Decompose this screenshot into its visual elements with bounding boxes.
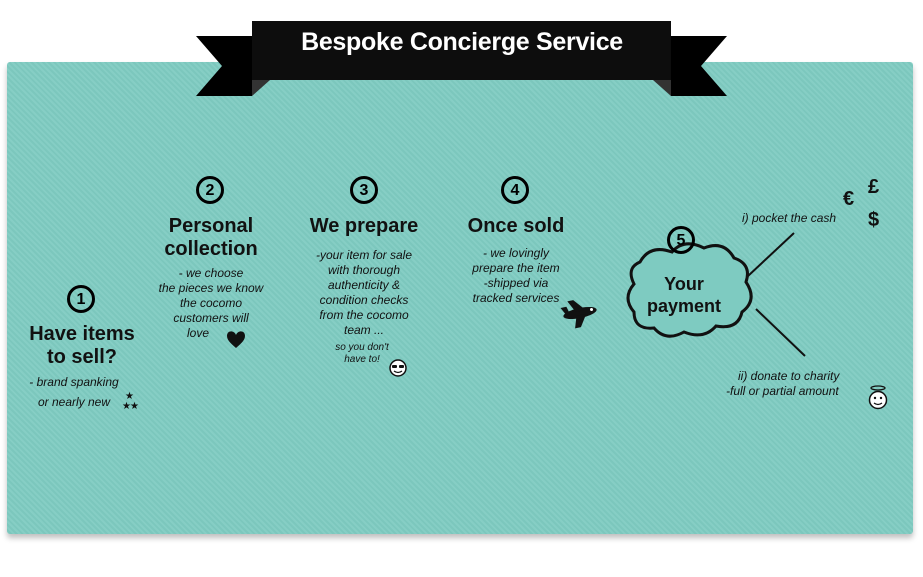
cloud-bubble-icon xyxy=(626,242,753,338)
banner-title: Bespoke Concierge Service xyxy=(301,28,623,56)
step-3-number: 3 xyxy=(350,176,378,204)
step-2-number: 2 xyxy=(196,176,224,204)
sunglasses-smiley-icon xyxy=(389,359,407,377)
step-4-title: Once sold xyxy=(467,215,565,237)
svg-text:★: ★ xyxy=(125,391,134,402)
svg-text:★: ★ xyxy=(122,401,131,412)
step-5-number: 5 xyxy=(667,226,695,254)
svg-text:★: ★ xyxy=(130,401,139,412)
connector-charity xyxy=(755,308,806,357)
payment-option-cash: i) pocket the cash xyxy=(742,211,837,225)
euro-symbol: € xyxy=(843,188,855,210)
connector-cash xyxy=(747,232,795,277)
step-1-number: 1 xyxy=(67,285,95,313)
angel-smiley-icon xyxy=(868,385,888,410)
star-icon: ★ ★ ★ xyxy=(122,391,139,412)
dollar-symbol: $ xyxy=(868,209,880,231)
background-panel xyxy=(7,62,913,534)
step-4-number: 4 xyxy=(501,176,529,204)
airplane-icon xyxy=(560,300,597,329)
step-3-title: We prepare xyxy=(309,215,419,237)
heart-icon xyxy=(227,331,245,348)
banner-ribbon xyxy=(196,21,727,96)
pound-symbol: £ xyxy=(868,176,880,198)
payment-option-charity: ii) donate to charity -full or partial a… xyxy=(726,369,840,398)
